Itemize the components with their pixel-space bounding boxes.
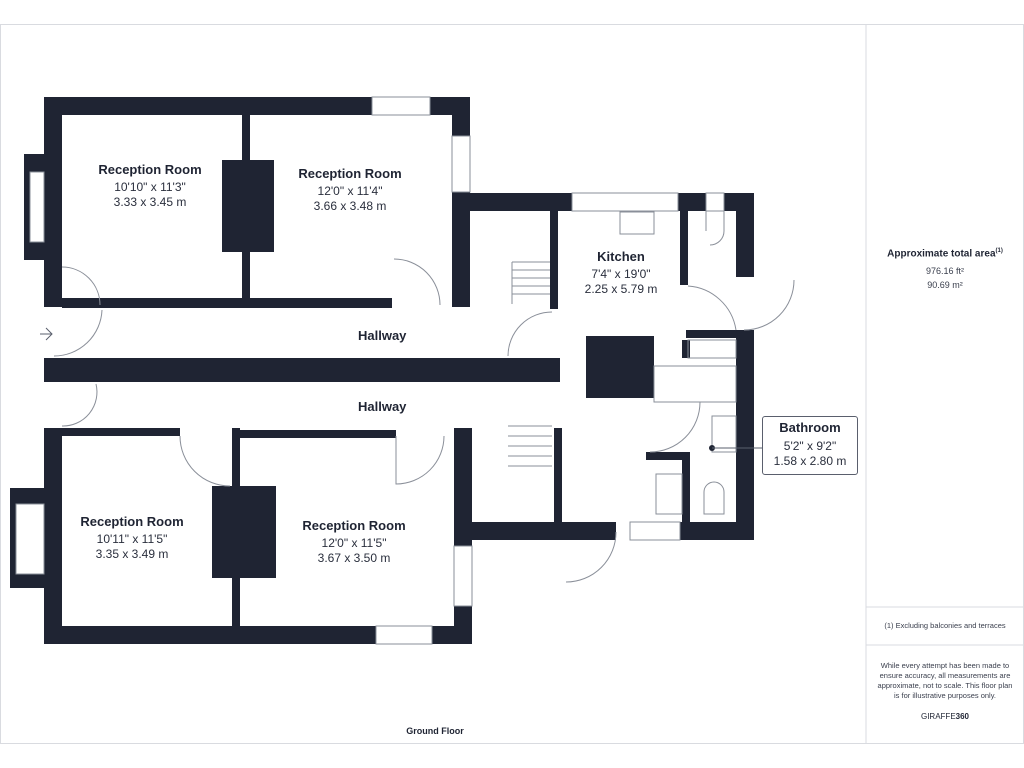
- room-metric-bathroom: 1.58 x 2.80 m: [773, 454, 847, 468]
- room-imperial-kitchen: 7'4" x 19'0": [591, 267, 651, 281]
- room-imperial-reception-1: 10'10" x 11'3": [114, 180, 186, 194]
- room-metric-reception-3: 3.35 x 3.49 m: [95, 547, 169, 561]
- total-area-footnote-marker: (1): [995, 248, 1003, 254]
- room-metric-reception-2: 3.66 x 3.48 m: [313, 199, 387, 213]
- windows: [15, 96, 725, 645]
- total-area-m: 90.69 m²: [927, 280, 963, 290]
- brand-logo: GIRAFFE360: [866, 712, 1024, 721]
- brand-suffix: 360: [955, 712, 970, 721]
- hallway-label-lower: Hallway: [358, 399, 407, 414]
- room-name-reception-4: Reception Room: [302, 518, 406, 533]
- summary-panel: Approximate total area(1) 976.16 ft² 90.…: [866, 24, 1024, 744]
- room-name-reception-1: Reception Room: [98, 162, 202, 177]
- room-name-reception-3: Reception Room: [80, 514, 184, 529]
- room-name-kitchen: Kitchen: [597, 249, 645, 264]
- bathroom-label-box: Bathroom 5'2" x 9'2" 1.58 x 2.80 m: [762, 416, 858, 475]
- hallway-label-upper: Hallway: [358, 328, 407, 343]
- floor-label: Ground Floor: [406, 726, 464, 736]
- footnote-text: (1) Excluding balconies and terraces: [884, 621, 1006, 630]
- room-metric-reception-4: 3.67 x 3.50 m: [317, 551, 391, 565]
- total-area-title-text: Approximate total area: [887, 248, 996, 260]
- room-metric-kitchen: 2.25 x 5.79 m: [584, 282, 658, 296]
- room-metric-reception-1: 3.33 x 3.45 m: [113, 195, 187, 209]
- total-area-title: Approximate total area(1): [866, 248, 1024, 259]
- room-imperial-reception-2: 12'0" x 11'4": [317, 184, 383, 198]
- room-imperial-reception-3: 10'11" x 11'5": [96, 532, 168, 546]
- room-imperial-reception-4: 12'0" x 11'5": [321, 536, 387, 550]
- brand-prefix: GIRAFFE: [920, 712, 956, 721]
- disclaimer-text: While every attempt has been made to ens…: [877, 661, 1013, 700]
- room-imperial-bathroom: 5'2" x 9'2": [783, 439, 837, 453]
- total-area-ft: 976.16 ft²: [925, 266, 965, 276]
- doors-and-fixtures: [53, 210, 795, 583]
- room-name-reception-2: Reception Room: [298, 166, 402, 181]
- room-name-bathroom: Bathroom: [779, 420, 841, 435]
- walls: [10, 97, 754, 644]
- entrance-arrow-icon: [40, 327, 53, 341]
